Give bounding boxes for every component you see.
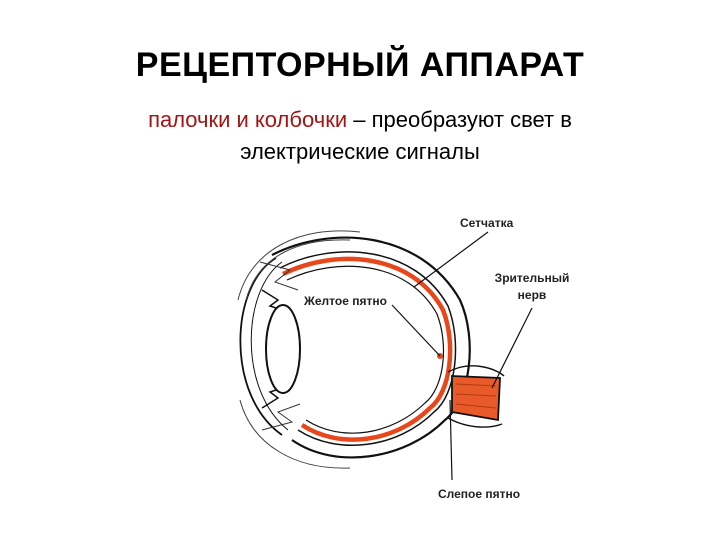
optic-nerve-fibers [455,383,497,409]
optic-nerve-leader [491,307,533,389]
retina-label: Сетчатка [460,216,514,230]
blind-spot-label: Слепое пятно [438,487,520,501]
lens [265,304,301,394]
optic-nerve-label-2: нерв [518,288,547,302]
optic-nerve-sheath [447,365,505,428]
subtitle-line2: электрические сигналы [240,139,480,164]
macula-label: Желтое пятно [303,294,387,308]
subtitle-highlight: палочки и колбочки [148,107,348,132]
ciliary-upper [259,261,299,291]
slide-title: РЕЦЕПТОРНЫЙ АППАРАТ [135,46,585,84]
slide-subtitle: палочки и колбочки – преобразуют свет в … [60,104,660,168]
eyelid-lower [239,399,351,469]
optic-nerve-label-1: Зрительный [495,271,570,285]
eyelid-upper-2 [245,239,351,301]
sclera-outline [271,236,471,459]
cornea [239,257,283,436]
ciliary-lower [261,403,301,431]
eyelid-upper [237,230,361,301]
choroid-line [279,251,457,447]
retina-leader [413,231,489,288]
cornea-inner [250,261,289,431]
retina-layer [282,256,453,442]
optic-nerve [451,375,501,422]
macula-leader [391,304,441,357]
subtitle-rest: – преобразуют свет в [347,107,572,132]
blind-spot-leader [449,399,453,481]
retina-inner-line [286,265,445,434]
